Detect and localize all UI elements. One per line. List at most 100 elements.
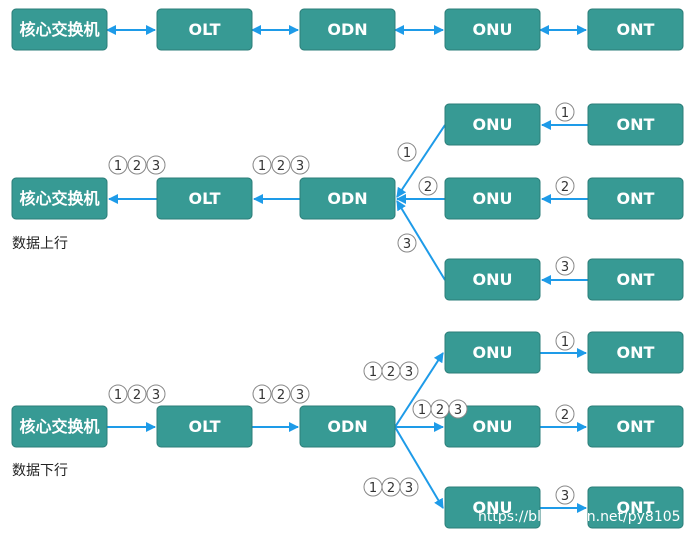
node-label: ONT <box>617 498 655 517</box>
badge-number: 3 <box>561 489 569 504</box>
badge-number: 3 <box>403 237 411 252</box>
badge-number: 2 <box>133 388 141 403</box>
badge-number: 2 <box>436 403 444 418</box>
node-odn: ODN <box>299 405 396 448</box>
badge-number: 2 <box>561 408 569 423</box>
packet-badge-1: 1 <box>363 361 383 381</box>
badge-number: 3 <box>152 159 160 174</box>
node-onu-2: ONU <box>444 405 541 448</box>
node-ont-1: ONT <box>587 103 684 146</box>
badge-group-core-olt: 1 2 3 <box>108 384 166 404</box>
node-label: ONU <box>473 343 513 362</box>
packet-badge-1: 1 <box>412 399 432 419</box>
node-ont-2: ONT <box>587 177 684 220</box>
arrow-onu3-to-odn <box>396 200 446 281</box>
badge-number: 3 <box>405 365 413 380</box>
badge-number: 1 <box>114 159 122 174</box>
badge-number: 3 <box>454 403 462 418</box>
packet-badge-1: 1 <box>555 102 575 122</box>
node-label: ONU <box>473 270 513 289</box>
node-ont-1: ONT <box>587 331 684 374</box>
packet-badge-1: 1 <box>108 384 128 404</box>
node-olt: OLT <box>156 405 253 448</box>
badge-number: 2 <box>277 159 285 174</box>
packet-badge-2: 2 <box>127 384 147 404</box>
badge-group-odn-olt: 1 2 3 <box>252 155 310 175</box>
node-label: 核心交换机 <box>19 417 99 436</box>
badge-number: 1 <box>561 106 569 121</box>
node-label: ODN <box>327 20 367 39</box>
badge-number: 2 <box>387 481 395 496</box>
node-onu-3: ONU <box>444 486 541 529</box>
node-odn: ODN <box>299 177 396 220</box>
node-label: ONT <box>617 417 655 436</box>
node-onu-1: ONU <box>444 103 541 146</box>
packet-badge-1: 1 <box>108 155 128 175</box>
node-label: OLT <box>188 20 220 39</box>
packet-badge-2: 2 <box>555 404 575 424</box>
badge-group-olt-odn: 1 2 3 <box>252 384 310 404</box>
badge-group-odn-onu3: 1 2 3 <box>363 477 419 497</box>
badge-number: 1 <box>369 481 377 496</box>
node-label: OLT <box>188 417 220 436</box>
node-label: ONT <box>617 343 655 362</box>
packet-badge-3: 3 <box>555 256 575 276</box>
packet-badge-2: 2 <box>430 399 450 419</box>
node-label: 核心交换机 <box>19 189 99 208</box>
packet-badge-3: 3 <box>290 384 310 404</box>
node-core-switch: 核心交换机 <box>11 8 108 51</box>
node-label: ONT <box>617 115 655 134</box>
node-label: ONU <box>473 417 513 436</box>
badge-number: 1 <box>258 388 266 403</box>
badge-number: 3 <box>152 388 160 403</box>
watermark: https://blog.csdn.net/py8105 <box>478 509 681 525</box>
badge-group-odn-onu2: 1 2 3 <box>412 399 468 419</box>
node-label: ONU <box>473 115 513 134</box>
node-ont-3: ONT <box>587 486 684 529</box>
node-label: ONU <box>473 498 513 517</box>
node-label: ONT <box>617 270 655 289</box>
node-label: ONU <box>473 189 513 208</box>
packet-badge-1: 1 <box>363 477 383 497</box>
node-label: ODN <box>327 189 367 208</box>
badge-number: 2 <box>424 180 432 195</box>
node-core-switch: 核心交换机 <box>11 177 108 220</box>
badge-number: 1 <box>258 159 266 174</box>
packet-badge-2: 2 <box>381 361 401 381</box>
packet-badge-3: 3 <box>399 477 419 497</box>
badge-number: 2 <box>133 159 141 174</box>
node-label: 核心交换机 <box>19 20 99 39</box>
badge-number: 2 <box>561 180 569 195</box>
badge-number: 1 <box>114 388 122 403</box>
badge-number: 3 <box>561 260 569 275</box>
badge-number: 1 <box>418 403 426 418</box>
arrow-onu1-to-odn <box>396 124 446 198</box>
badge-group-odn-onu1: 1 2 3 <box>363 361 419 381</box>
packet-badge-1: 1 <box>397 142 417 162</box>
packet-badge-3: 3 <box>397 233 417 253</box>
node-onu: ONU <box>444 8 541 51</box>
packet-badge-2: 2 <box>271 384 291 404</box>
packet-badge-2: 2 <box>271 155 291 175</box>
packet-badge-3: 3 <box>146 384 166 404</box>
packet-badge-2: 2 <box>127 155 147 175</box>
packet-badge-3: 3 <box>290 155 310 175</box>
arrow-odn-to-onu3 <box>394 426 444 509</box>
node-label: ODN <box>327 417 367 436</box>
node-ont: ONT <box>587 8 684 51</box>
packet-badge-3: 3 <box>399 361 419 381</box>
packet-badge-2: 2 <box>418 176 438 196</box>
badge-number: 1 <box>369 365 377 380</box>
packet-badge-3: 3 <box>555 485 575 505</box>
node-label: OLT <box>188 189 220 208</box>
node-olt: OLT <box>156 8 253 51</box>
packet-badge-3: 3 <box>146 155 166 175</box>
badge-number: 1 <box>561 335 569 350</box>
node-onu-2: ONU <box>444 177 541 220</box>
node-onu-1: ONU <box>444 331 541 374</box>
badge-number: 3 <box>296 388 304 403</box>
node-label: ONU <box>473 20 513 39</box>
row-downstream: 核心交换机 OLT ODN ONU ONU ONU ONT ONT <box>11 331 684 529</box>
badge-number: 2 <box>277 388 285 403</box>
